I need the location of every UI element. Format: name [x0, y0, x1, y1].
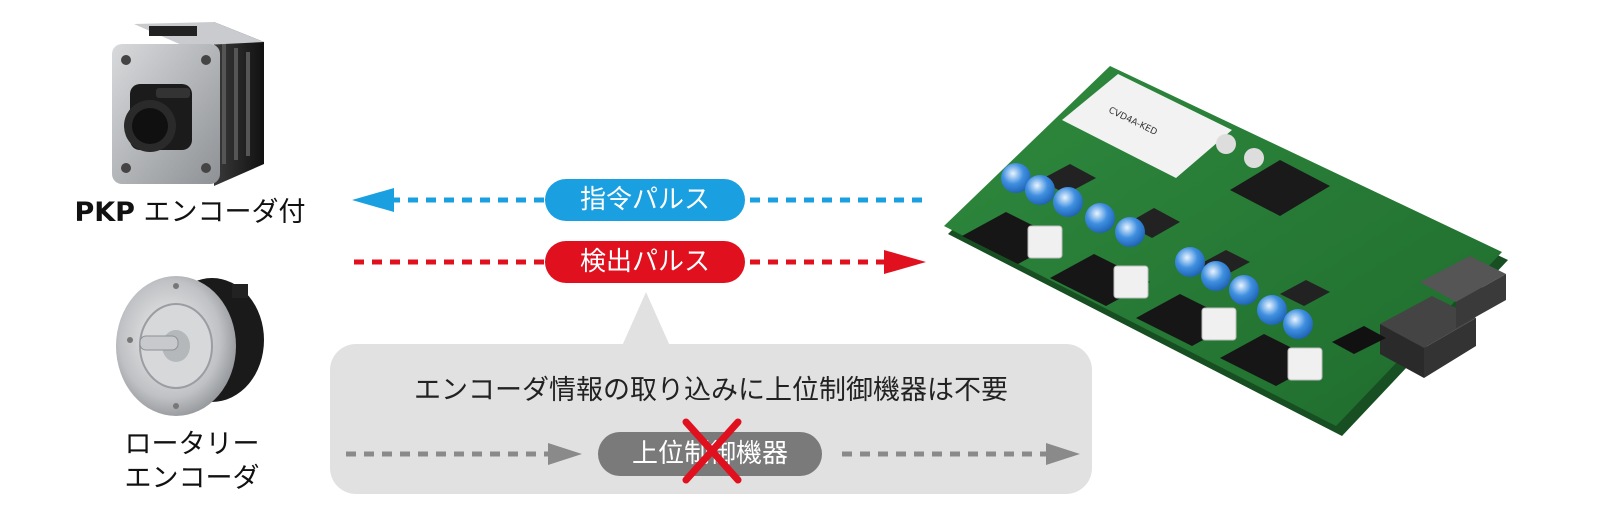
detection-pulse-arrowhead — [884, 250, 926, 274]
callout-pointer — [622, 292, 670, 346]
detection-pulse-label: 検出パルス — [545, 241, 745, 283]
rotary-encoder-caption: ロータリー エンコーダ — [92, 428, 292, 496]
motor-type-label: エンコーダ付 — [143, 197, 306, 228]
stepper-motor-image — [112, 22, 264, 186]
cross-icon — [682, 418, 742, 484]
command-pulse-label: 指令パルス — [545, 179, 745, 221]
rotary-encoder-image — [116, 276, 264, 416]
right-grey-arrowhead — [1046, 443, 1080, 465]
driver-board-image: CVD4A-KED — [944, 66, 1508, 436]
left-grey-arrowhead — [548, 443, 582, 465]
motor-series-label: PKP — [74, 197, 135, 228]
stepper-motor-caption: PKP エンコーダ付 — [60, 196, 320, 230]
host-bypass-arrows — [346, 443, 1080, 465]
command-pulse-arrowhead — [352, 188, 394, 212]
encoder-caption-line2: エンコーダ — [124, 463, 260, 494]
encoder-caption-line1: ロータリー — [124, 429, 260, 460]
callout-message: エンコーダ情報の取り込みに上位制御機器は不要 — [414, 375, 1008, 406]
